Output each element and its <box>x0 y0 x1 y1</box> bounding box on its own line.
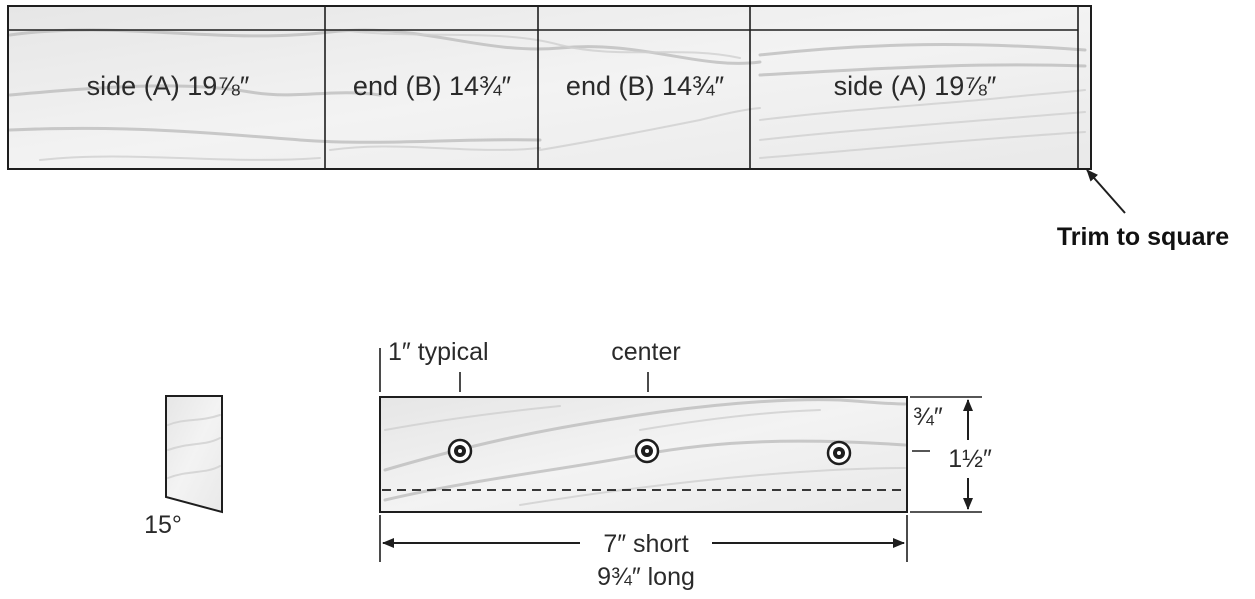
typical-label: 1″ typical <box>388 338 489 366</box>
cleat-outline <box>379 396 908 513</box>
screw-hole <box>634 438 660 464</box>
bevel-piece-face <box>165 395 223 514</box>
segment-label-4: side (A) 19⅞″ <box>834 71 997 101</box>
cleat: 1″ typical center ¾″ 1½″ 7″ short 9¾″ lo… <box>379 338 992 591</box>
three-quarter-label: ¾″ <box>913 403 943 431</box>
center-label: center <box>611 338 680 366</box>
trim-callout: Trim to square <box>1057 169 1229 251</box>
segment-label-3: end (B) 14¾″ <box>566 71 725 101</box>
board-outline <box>7 5 1092 170</box>
bevel-angle-label: 15° <box>144 511 182 539</box>
trim-callout-arrow <box>1086 169 1126 214</box>
short-length-label: 7″ short <box>603 530 688 558</box>
board: side (A) 19⅞″ end (B) 14¾″ end (B) 14¾″ … <box>7 5 1092 170</box>
bevel-piece: 15° <box>144 395 223 539</box>
screw-hole <box>447 438 473 464</box>
height-label: 1½″ <box>948 445 992 473</box>
cleat-grain <box>383 398 907 506</box>
segment-label-2: end (B) 14¾″ <box>353 71 512 101</box>
screw-hole <box>826 440 852 466</box>
long-length-label: 9¾″ long <box>597 563 695 591</box>
board-grain <box>8 28 1087 161</box>
segment-label-1: side (A) 19⅞″ <box>87 71 250 101</box>
trim-callout-label: Trim to square <box>1057 223 1229 251</box>
